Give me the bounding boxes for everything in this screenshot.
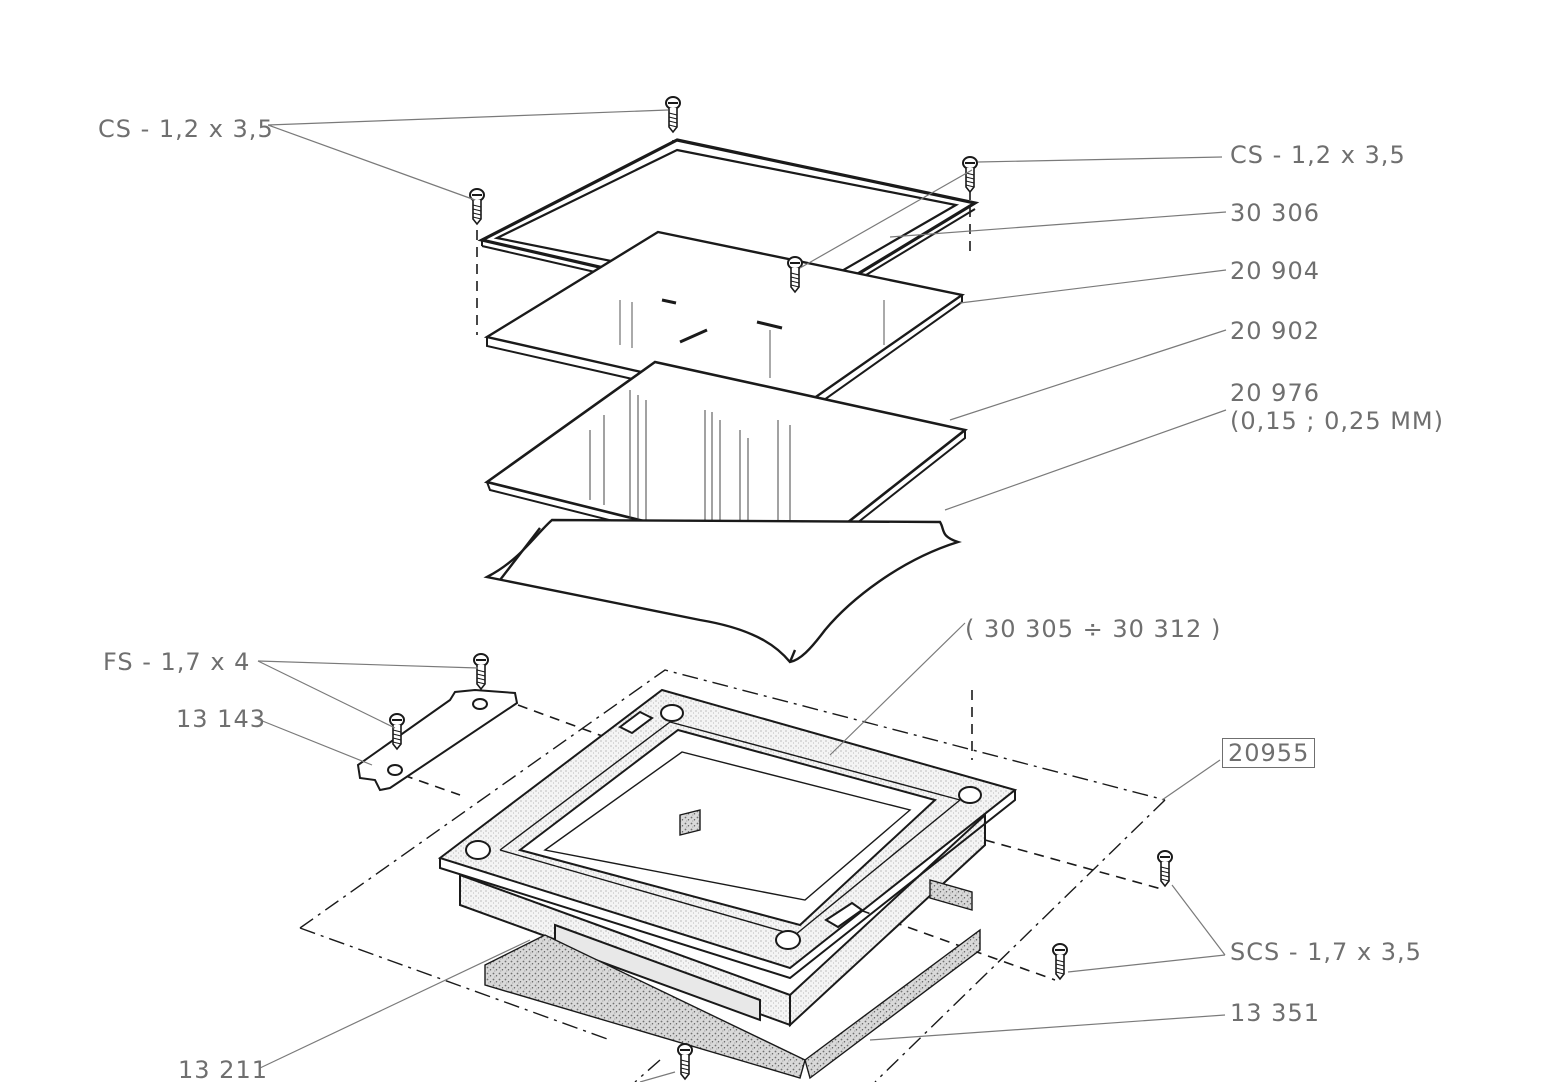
- leader-lines: [254, 109, 1227, 1083]
- foam-strip-13211: [484, 934, 806, 1079]
- label-part-20976-thickness: (0,15 ; 0,25 MM): [1230, 407, 1444, 435]
- label-part-20902: 20 902: [1230, 317, 1320, 345]
- screw-top-left-icon: [469, 188, 485, 225]
- label-range-30305-30312: ( 30 305 ÷ 30 312 ): [965, 615, 1222, 643]
- label-part-20976-number: 20 976: [1230, 379, 1320, 407]
- retaining-bar-13143: [356, 688, 519, 792]
- screw-top-center-icon: [665, 96, 681, 133]
- label-screw-fs: FS - 1,7 x 4: [103, 648, 251, 676]
- label-assembly-20955: 20955: [1222, 738, 1316, 768]
- label-screw-scs: SCS - 1,7 x 3,5: [1230, 938, 1422, 966]
- foam-strip-13351: [679, 809, 981, 1080]
- label-screw-top-left: CS - 1,2 x 3,5: [98, 115, 274, 143]
- mask-sheet-20976: [483, 518, 962, 664]
- screw-bottom-icon: [677, 1043, 693, 1080]
- dash-dot-outline: [299, 669, 1166, 1083]
- screw-scs-lower-icon: [1052, 943, 1068, 980]
- label-screw-top-right: CS - 1,2 x 3,5: [1230, 141, 1406, 169]
- label-part-20904: 20 904: [1230, 257, 1320, 285]
- label-part-30306: 30 306: [1230, 199, 1320, 227]
- screw-scs-upper-icon: [1157, 850, 1173, 887]
- frame-assembly-20955: [437, 688, 1018, 1028]
- label-part-13351: 13 351: [1230, 999, 1320, 1027]
- label-part-20976: 20 976 (0,15 ; 0,25 MM): [1230, 381, 1444, 433]
- label-part-13143: 13 143: [176, 705, 266, 733]
- label-part-13211: 13 211: [178, 1056, 268, 1084]
- screw-fs-upper-icon: [473, 653, 489, 690]
